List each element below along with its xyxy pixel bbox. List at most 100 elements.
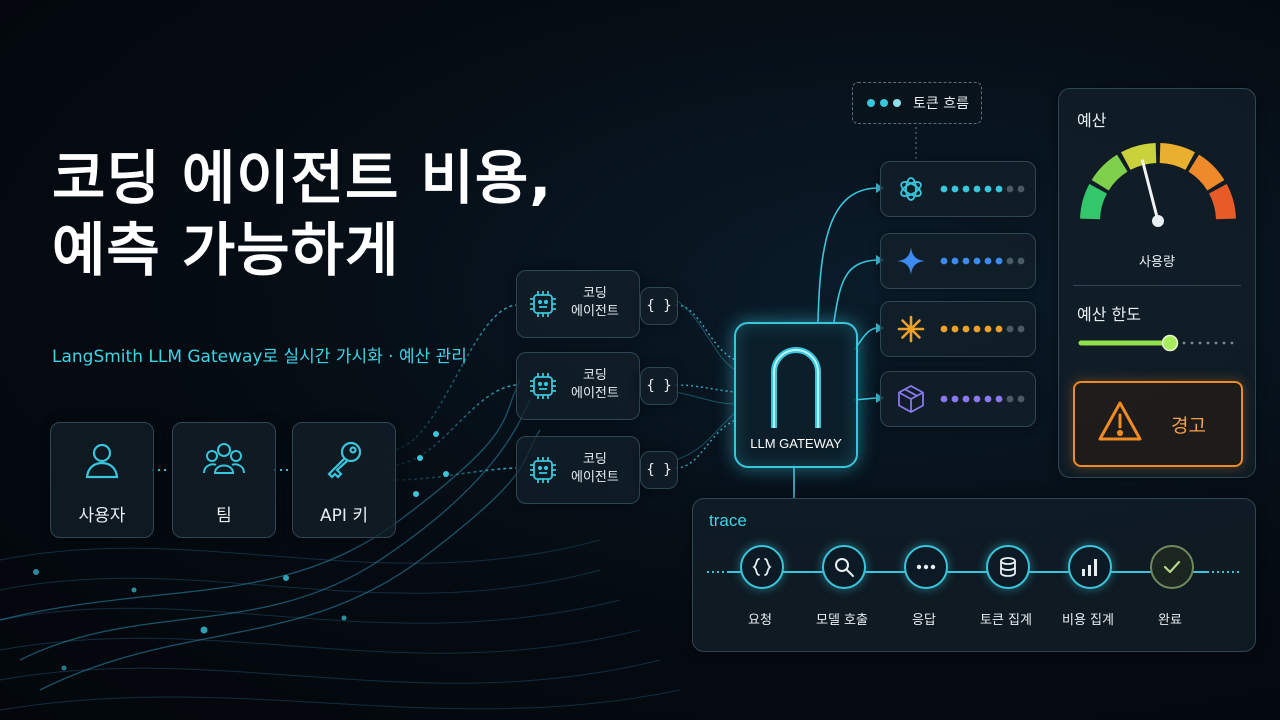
- token-dots: [940, 185, 1025, 193]
- budget-limit-slider[interactable]: [1077, 333, 1239, 353]
- token-dot: [995, 185, 1003, 193]
- token-dot: [951, 395, 959, 403]
- gemini-star-icon: [897, 247, 925, 275]
- user-icon: [85, 443, 119, 479]
- gauge-segment: [1091, 154, 1128, 191]
- token-dot: [951, 325, 959, 333]
- token-dot: [984, 257, 992, 265]
- token-dot: [940, 257, 948, 265]
- token-dot: [962, 395, 970, 403]
- token-flow-label: 토큰 흐름: [913, 96, 969, 112]
- trace-timeline: [707, 571, 1241, 573]
- gauge-segment: [1159, 143, 1195, 171]
- token-dot: [995, 395, 1003, 403]
- token-dot: [1006, 395, 1014, 403]
- slider-track-dot: [1230, 341, 1234, 345]
- chip-icon: [530, 457, 556, 483]
- slider-track-dot: [1198, 341, 1202, 345]
- token-dot: [1017, 395, 1025, 403]
- gateway-arch-icon: [771, 347, 821, 428]
- budget-panel: 예산 사용량 예산 한도 경고: [1058, 88, 1256, 478]
- token-dot: [951, 257, 959, 265]
- agent-label: 코딩 에이전트: [571, 286, 619, 319]
- search-icon: [835, 558, 854, 577]
- budget-usage-gauge: [1080, 143, 1236, 227]
- slider-track-dot: [1206, 341, 1210, 345]
- slider-track-dot: [1214, 341, 1218, 345]
- gauge-segment: [1188, 154, 1225, 191]
- token-dot: [940, 185, 948, 193]
- token-dot: [962, 185, 970, 193]
- subtitle: LangSmith LLM Gateway로 실시간 가시화 · 예산 관리: [52, 347, 467, 367]
- gauge-segment: [1080, 184, 1108, 220]
- flow-dots-icon: [867, 99, 901, 107]
- provider-card-gemini: [880, 233, 1036, 289]
- token-dot: [940, 395, 948, 403]
- identity-card-user: 사용자: [50, 422, 154, 538]
- token-dot: [940, 325, 948, 333]
- bar-chart-icon: [1082, 559, 1097, 576]
- gateway-label: LLM GATEWAY: [750, 436, 842, 451]
- identity-card-api-key: API 키: [292, 422, 396, 538]
- gauge-segment: [1121, 143, 1157, 171]
- token-dot: [973, 257, 981, 265]
- request-brace-badge: { }: [640, 451, 678, 489]
- gauge-hub: [1152, 215, 1164, 227]
- team-icon: [203, 443, 245, 474]
- headline-line-2: 예측 가능하게: [52, 216, 400, 284]
- headline-line-1: 코딩 에이전트 비용,: [52, 144, 553, 212]
- ellipsis-icon: [916, 564, 936, 570]
- request-brace-badge: { }: [640, 367, 678, 405]
- check-icon: [1163, 560, 1181, 574]
- provider-card-other: [880, 371, 1036, 427]
- slider-track-dot: [1182, 341, 1186, 345]
- token-dot: [1006, 257, 1014, 265]
- trace-step-label: 모델 호출: [816, 613, 868, 628]
- identity-card-team: 팀: [172, 422, 276, 538]
- token-dot: [995, 257, 1003, 265]
- token-dots: [940, 395, 1025, 403]
- token-dots: [940, 325, 1025, 333]
- token-dot: [995, 325, 1003, 333]
- identity-label: 사용자: [78, 506, 126, 526]
- token-dot: [1017, 257, 1025, 265]
- token-dots: [940, 257, 1025, 265]
- token-dot: [962, 257, 970, 265]
- trace-step-label: 응답: [912, 613, 936, 628]
- request-brace-badge: { }: [640, 287, 678, 325]
- token-dot: [1017, 325, 1025, 333]
- token-dot: [984, 395, 992, 403]
- coding-agent-card: 코딩 에이전트: [516, 352, 640, 420]
- gauge-needle: [1141, 159, 1160, 223]
- token-dot: [1017, 185, 1025, 193]
- database-icon: [1000, 557, 1016, 577]
- warning-label: 경고: [1171, 415, 1206, 437]
- gauge-segment: [1208, 184, 1236, 220]
- agent-label: 코딩 에이전트: [571, 368, 619, 401]
- warning-badge: 경고: [1073, 381, 1243, 467]
- chip-icon: [530, 291, 556, 317]
- token-flow-tag: 토큰 흐름: [852, 82, 982, 124]
- token-dot: [984, 325, 992, 333]
- slider-track-dot: [1222, 341, 1226, 345]
- token-dot: [973, 185, 981, 193]
- budget-limit-label: 예산 한도: [1077, 305, 1141, 324]
- openai-icon: [900, 177, 922, 201]
- token-dot: [962, 325, 970, 333]
- token-dot: [1006, 185, 1014, 193]
- provider-card-openai: [880, 161, 1036, 217]
- agent-label: 코딩 에이전트: [571, 452, 619, 485]
- identity-label: 팀: [216, 506, 232, 526]
- token-dot: [951, 185, 959, 193]
- chip-icon: [530, 373, 556, 399]
- llm-gateway: LLM GATEWAY: [734, 322, 858, 468]
- braces-icon: [752, 558, 772, 576]
- token-dot: [1006, 325, 1014, 333]
- slider-knob[interactable]: [1161, 334, 1179, 352]
- coding-agent-card: 코딩 에이전트: [516, 436, 640, 504]
- token-dot: [973, 325, 981, 333]
- trace-panel: trace 요청 모델 호출 응답 토큰 집계 비용 집계 완료: [692, 498, 1256, 652]
- usage-label: 사용량: [1139, 255, 1175, 270]
- trace-step-label: 완료: [1158, 613, 1182, 628]
- identity-label: API 키: [320, 506, 368, 526]
